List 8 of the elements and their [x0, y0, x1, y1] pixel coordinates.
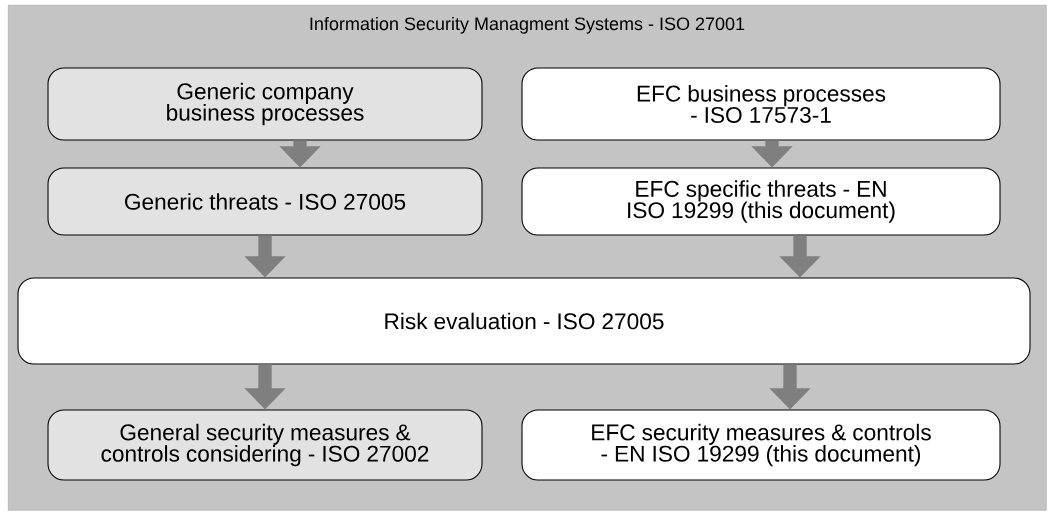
process-box: Generic company business processes — [47, 67, 483, 141]
process-box: Generic threats - ISO 27005 — [47, 167, 483, 236]
process-box: EFC business processes - ISO 17573-1 — [521, 67, 1001, 141]
process-box: Risk evaluation - ISO 27005 — [17, 277, 1031, 365]
process-box: EFC security measures & controls - EN ISO 19299 (this document) — [521, 409, 1001, 481]
panel-heading: Information Security Managment Systems - ISO 27001 — [310, 16, 745, 34]
process-box: General security measures & controls considering - ISO 27002 — [47, 409, 483, 481]
process-box: EFC specific threats - EN ISO 19299 (this document) — [521, 167, 1001, 236]
